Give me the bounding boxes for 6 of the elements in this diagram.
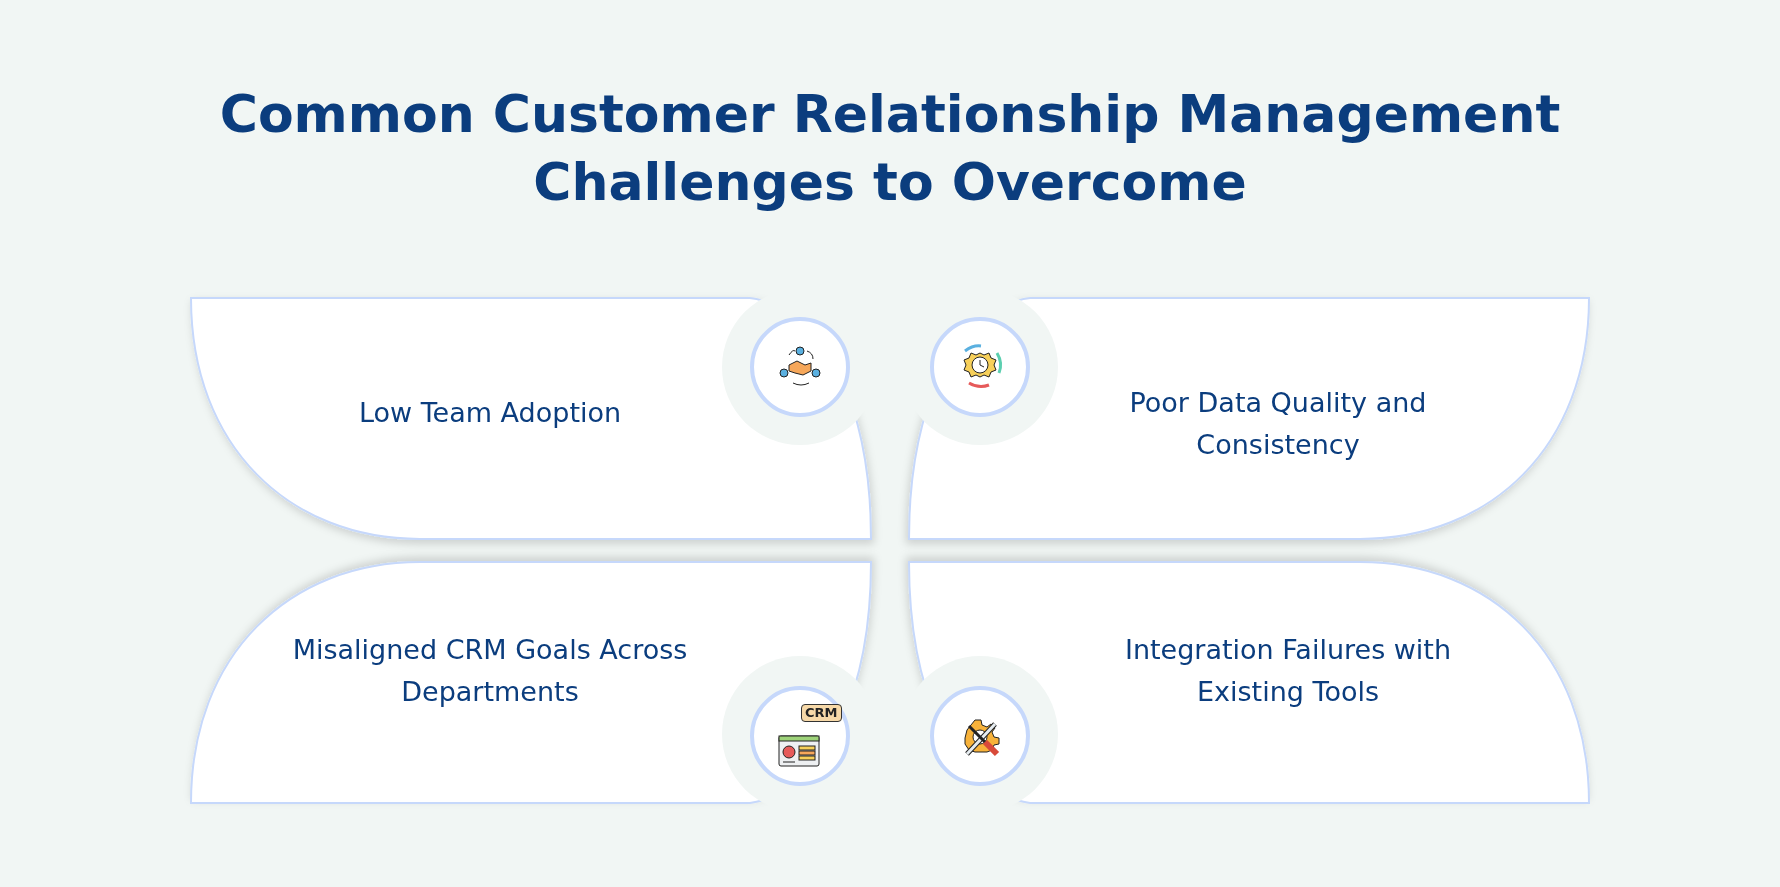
- card-title: Misaligned CRM Goals Across Departments: [291, 633, 689, 709]
- icon-text: CRM: [801, 704, 842, 722]
- card-title: Poor Data Quality and Consistency: [1128, 386, 1428, 462]
- card-title: Integration Failures with Existing Tools: [1123, 633, 1453, 709]
- card-title: Low Team Adoption: [357, 396, 623, 430]
- title: Common Customer Relationship Management Challenges to Overcome: [218, 83, 1562, 214]
